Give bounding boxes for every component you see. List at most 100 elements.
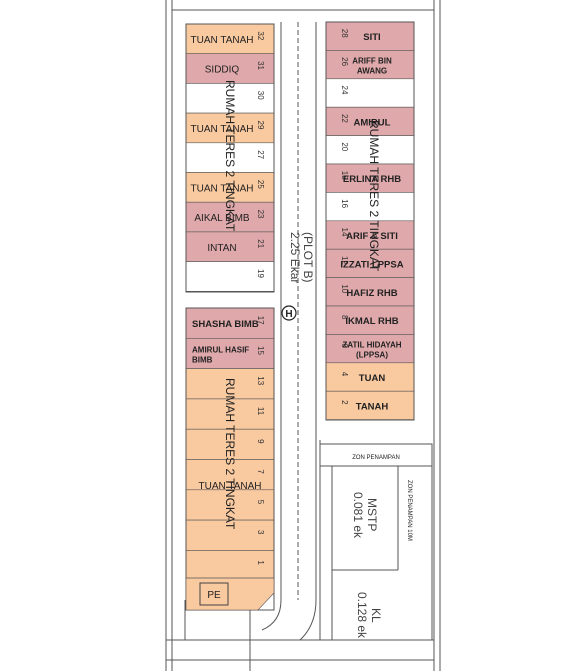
lot-number: 16 [340,199,349,208]
lot-number: 9 [256,439,265,444]
lot-number: 7 [256,469,265,474]
lot-owner-label: TUAN [359,373,386,384]
plot-area-label: 2.25 Ekar [288,232,302,283]
lot-9[interactable]: 9 [185,428,275,460]
central-road [184,22,321,671]
lot-16[interactable]: 16 [325,192,415,222]
lot-owner-label: ARIF & SITI [346,231,398,242]
lot-number: 25 [256,180,265,189]
lot-owner-label: ARIFF BIN [352,57,392,66]
lot-owner-label: AMIRUL HASIF [192,345,249,354]
lot-12-parcel [325,248,415,278]
lot-21-parcel [185,231,275,262]
lot-number: 8 [340,315,349,320]
lot-number: 2 [340,400,349,405]
lot-number: 23 [256,210,265,219]
lot-2[interactable]: 2 TANAH [325,390,415,420]
lot-number: 3 [256,530,265,535]
lot-owner-label: IZZATI LPPSA [340,259,403,270]
lot-number: 26 [340,57,349,66]
right-block-type: RUMAH TERES 2 TINGKAT [367,120,381,272]
lot-28-parcel [325,21,415,51]
lot-number: 11 [256,407,265,416]
lot-number: 24 [340,86,349,95]
lot-1[interactable]: 1 [185,550,275,582]
zon-penampan-label: ZON PENAMPAN [352,455,400,461]
lot-13[interactable]: 13 [185,368,275,400]
lot-owner-label: AIKAL BIMB [194,213,250,224]
mstp-label: MSTP [365,498,379,531]
lot-19[interactable]: 19 [185,261,275,292]
lot-6-parcel [325,334,415,364]
substation-label: PE [207,590,221,601]
lot-1-corner [185,577,275,611]
lot-number: 14 [340,228,349,237]
lot-29-parcel [185,112,275,144]
lot-number: 18 [340,171,349,180]
lot-owner-label: TUAN TANAH [191,35,254,46]
lot-number: 22 [340,114,349,123]
zone-area [319,443,433,641]
hydrant-icon [281,305,297,321]
lot-number: 20 [340,142,349,151]
lot-1-parcel [185,550,275,582]
lot-number: 21 [256,239,265,248]
lot-owner-label: INTAN [207,243,236,254]
lot-22[interactable]: 22 AMIRUL [325,106,415,136]
lot-owner-label: ZATIL HIDAYAH [342,341,401,350]
lot-21[interactable]: 21 INTAN [185,231,275,262]
lot-owner-label: TUAN TANAH [191,183,254,194]
kl-area-label: 0.128 ek [355,592,369,639]
lot-31[interactable]: 31 SIDDIQ [185,53,275,84]
lot-3[interactable]: 3 [185,519,275,551]
lot-owner-label: AMIRUL [354,117,391,128]
lot-30[interactable]: 30 [185,83,275,114]
lot-5[interactable]: 5 [185,489,275,521]
lot-number: 5 [256,500,265,505]
lot-23-parcel [185,201,275,233]
lot-18-parcel [325,163,415,193]
lot-owner-label: SIDDIQ [205,65,240,76]
lot-23[interactable]: 23 AIKAL BIMB [185,201,275,233]
lot-9-parcel [185,428,275,460]
lot-owner-label: TUAN TANAH [191,124,254,135]
lot-24[interactable]: 24 [325,78,415,108]
lot-number: 15 [256,346,265,355]
lot-11[interactable]: 11 [185,398,275,430]
lot-owner-label: ERLINA RHB [343,174,401,185]
right-block-outline [325,21,415,421]
lot-number: 28 [340,29,349,38]
lot-number: 10 [340,284,349,293]
lot-owner-label: IKMAL RHB [345,316,398,327]
lot-11-parcel [185,398,275,430]
lot-owner-label: TANAH [356,401,389,412]
lot-number: 19 [256,269,265,278]
lot-20-parcel [325,135,415,165]
lot-8-parcel [325,305,415,335]
lot-3-parcel [185,519,275,551]
lot-owner-label: HAFIZ RHB [346,288,397,299]
plot-label: (PLOT B) [301,232,315,282]
lot-number: 31 [256,61,265,70]
left-bottom-block-type: RUMAH TERES 2 TINGKAT [223,378,237,530]
mstp-area-label: 0.081 ek [351,492,365,539]
lot-20[interactable]: 20 [325,135,415,165]
lot-17-parcel [185,307,275,339]
lot-owner-label: (LPPSA) [356,351,388,360]
